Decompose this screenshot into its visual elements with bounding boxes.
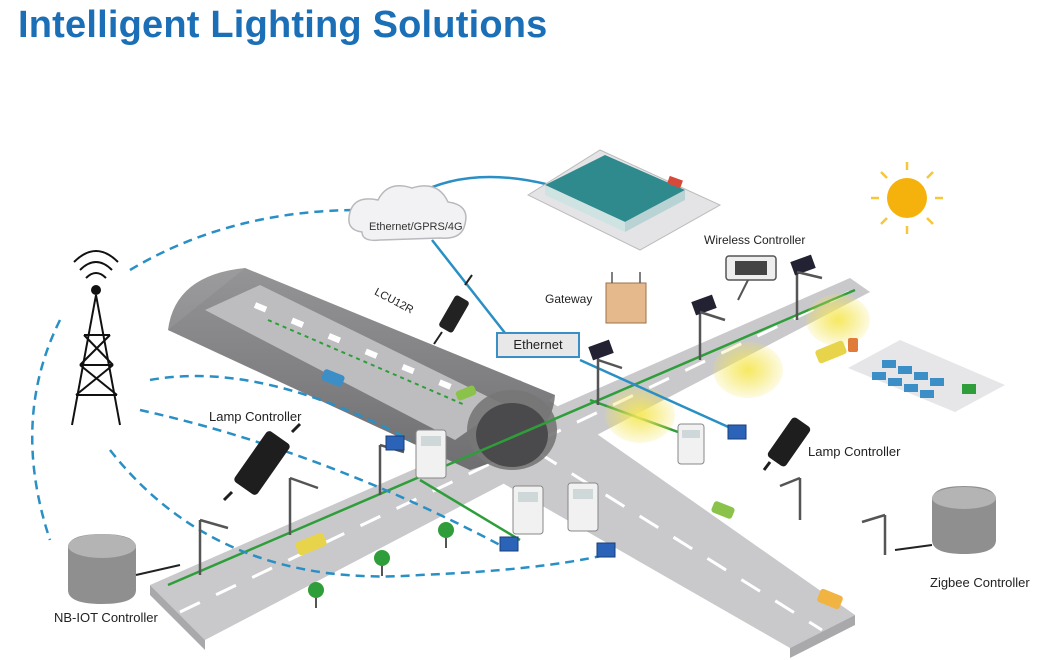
lamp-controller-right-icon xyxy=(762,417,811,471)
car-icon xyxy=(321,369,345,387)
car-icon xyxy=(711,501,735,519)
gateway-label: Gateway xyxy=(545,292,593,306)
lcu-device-icon xyxy=(433,274,473,345)
street-lamp-icon xyxy=(779,476,802,520)
nb-iot-controller-icon xyxy=(68,534,181,604)
cloud-label: Ethernet/GPRS/4G xyxy=(369,221,463,233)
main-road-side xyxy=(150,585,205,650)
street-lamp-icon xyxy=(861,513,887,555)
trees xyxy=(308,522,454,608)
cloud-icon xyxy=(348,185,467,242)
street-lamp-icon xyxy=(288,476,319,535)
tunnel xyxy=(168,268,557,470)
lamp-controller-left-icon xyxy=(222,422,302,502)
street-lamps xyxy=(198,254,887,575)
page-title: Intelligent Lighting Solutions xyxy=(18,4,548,46)
vehicles xyxy=(295,338,858,610)
meter-icon xyxy=(677,423,705,465)
wireless-controller-label: Wireless Controller xyxy=(704,233,806,247)
cell-tower-icon xyxy=(71,250,121,426)
lamp-glows xyxy=(605,294,870,443)
street-lamp-icon xyxy=(198,518,229,575)
building-icon xyxy=(526,149,722,251)
wireless-modules xyxy=(385,424,747,558)
tree-icon xyxy=(374,550,390,576)
cross-road-side xyxy=(790,615,855,658)
ethernet-box: Ethernet xyxy=(496,332,580,358)
street-lamp-icon xyxy=(790,254,823,320)
gateway-icon xyxy=(605,272,647,324)
car-icon xyxy=(848,338,858,352)
parking-icon xyxy=(848,340,1005,412)
car-icon xyxy=(455,385,477,401)
meter-icon xyxy=(415,429,447,479)
lamp-controller-left-label: Lamp Controller xyxy=(209,409,302,424)
meters xyxy=(415,423,705,535)
wireless-links xyxy=(30,208,606,578)
tree-icon xyxy=(438,522,454,548)
wireless-controller-icon xyxy=(725,255,777,301)
lamp-controller-right-label: Lamp Controller xyxy=(808,444,901,459)
tree-icon xyxy=(308,582,324,608)
zigbee-controller-label: Zigbee Controller xyxy=(930,575,1030,590)
car-icon xyxy=(815,340,847,364)
street-lamp-icon xyxy=(588,339,623,405)
zigbee-controller-icon xyxy=(894,486,996,554)
car-icon xyxy=(295,532,327,556)
street-lamp-icon xyxy=(691,294,726,360)
meter-icon xyxy=(512,485,544,535)
meter-icon xyxy=(567,482,599,532)
sun-icon xyxy=(871,162,943,234)
nb-iot-controller-label: NB-IOT Controller xyxy=(54,610,158,625)
car-icon xyxy=(817,588,843,610)
